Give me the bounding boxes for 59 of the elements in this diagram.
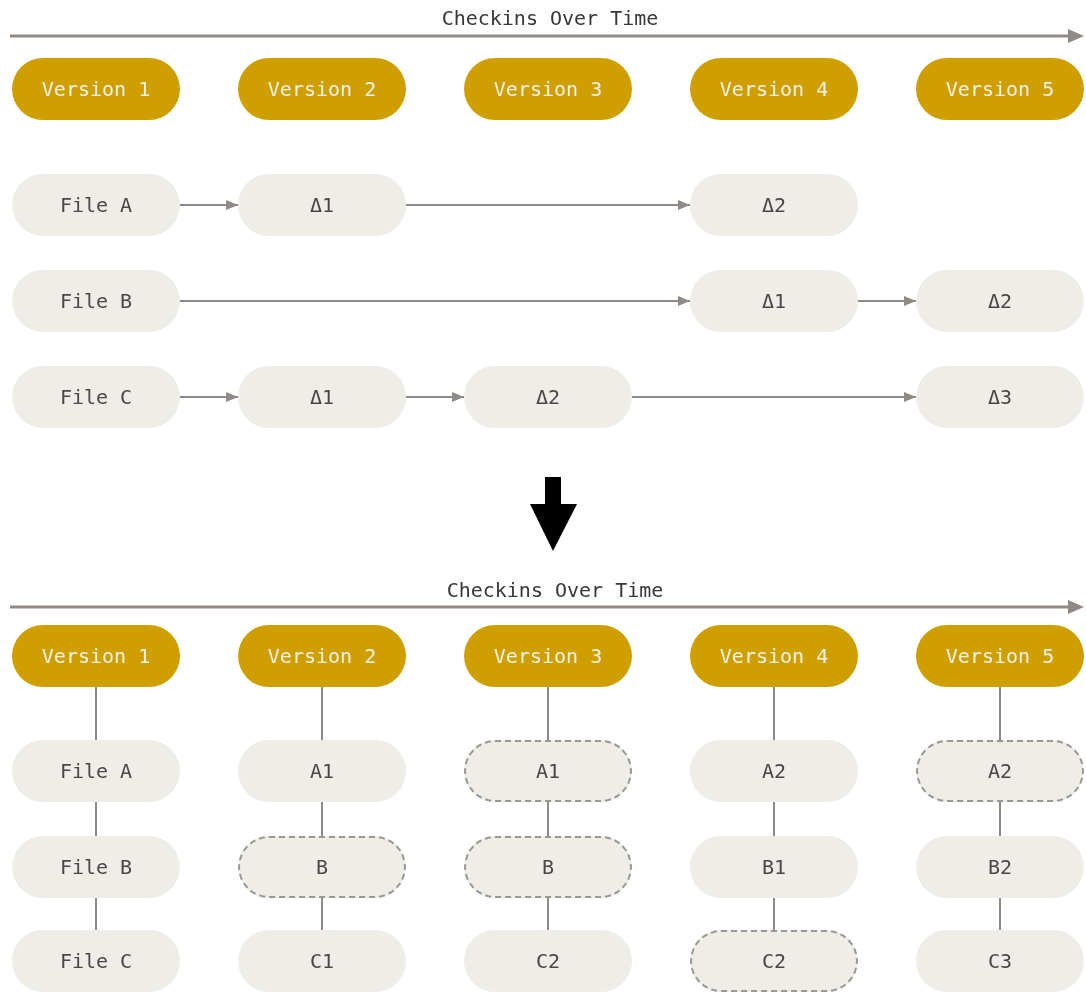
connector-line [773, 801, 775, 837]
axis-title: Checkins Over Time [446, 578, 664, 602]
connector-line [95, 686, 97, 741]
connector-line [773, 686, 775, 741]
version-pill: Version 2 [238, 58, 406, 120]
file-pill: File A [12, 174, 180, 236]
file-pill: File C [12, 930, 180, 992]
file-pill: A1 [464, 740, 632, 802]
file-pill: Δ1 [238, 366, 406, 428]
version-pill: Version 5 [916, 625, 1084, 687]
connector-line [547, 686, 549, 741]
connector-line [999, 801, 1001, 837]
file-pill: A2 [690, 740, 858, 802]
file-pill: A1 [238, 740, 406, 802]
file-pill: File C [12, 366, 180, 428]
arrow [179, 296, 691, 306]
file-pill: Δ3 [916, 366, 1084, 428]
file-pill: C2 [690, 930, 858, 992]
file-pill: B [238, 836, 406, 898]
arrow [179, 392, 239, 402]
connector-line [999, 897, 1001, 931]
connector-line [773, 897, 775, 931]
version-pill: Version 2 [238, 625, 406, 687]
connector-line [95, 801, 97, 837]
version-pill: Version 1 [12, 58, 180, 120]
arrow [857, 296, 917, 306]
file-pill: Δ1 [690, 270, 858, 332]
file-pill: Δ2 [916, 270, 1084, 332]
file-pill: A2 [916, 740, 1084, 802]
file-pill: File B [12, 836, 180, 898]
connector-line [321, 897, 323, 931]
file-pill: C2 [464, 930, 632, 992]
axis-title: Checkins Over Time [441, 6, 659, 30]
file-pill: Δ1 [238, 174, 406, 236]
file-pill: C3 [916, 930, 1084, 992]
file-pill: B2 [916, 836, 1084, 898]
connector-line [547, 897, 549, 931]
version-pill: Version 4 [690, 625, 858, 687]
connector-line [95, 897, 97, 931]
file-pill: File B [12, 270, 180, 332]
file-pill: Δ2 [464, 366, 632, 428]
version-pill: Version 3 [464, 625, 632, 687]
version-pill: Version 5 [916, 58, 1084, 120]
arrow [405, 200, 691, 210]
arrow [179, 200, 239, 210]
connector-line [547, 801, 549, 837]
version-pill: Version 4 [690, 58, 858, 120]
connector-line [321, 801, 323, 837]
arrow [405, 392, 465, 402]
file-pill: Δ2 [690, 174, 858, 236]
file-pill: File A [12, 740, 180, 802]
connector-line [321, 686, 323, 741]
version-pill: Version 1 [12, 625, 180, 687]
arrow [631, 392, 917, 402]
connector-line [999, 686, 1001, 741]
version-pill: Version 3 [464, 58, 632, 120]
file-pill: B [464, 836, 632, 898]
file-pill: C1 [238, 930, 406, 992]
file-pill: B1 [690, 836, 858, 898]
